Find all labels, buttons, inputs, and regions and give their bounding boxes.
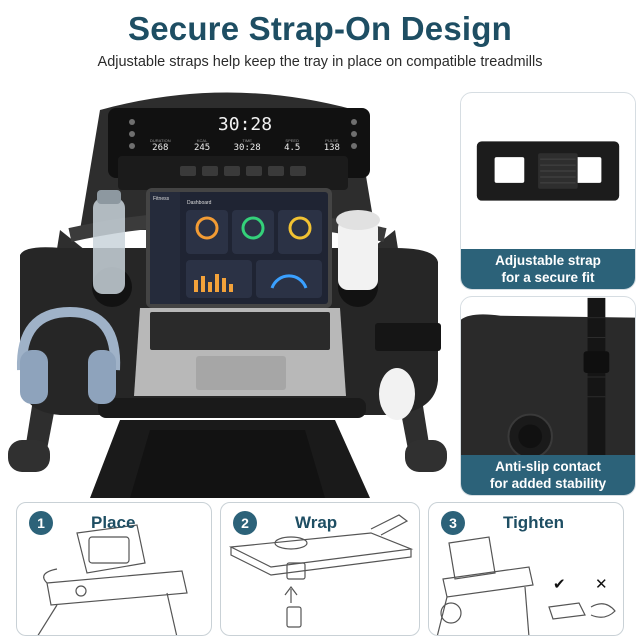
console-stat: KCAL 245 — [194, 138, 210, 153]
step-label: Place — [91, 513, 136, 532]
stat-value: 138 — [323, 143, 340, 153]
stat-label: KCAL — [196, 138, 208, 143]
console-stat: DURATION 268 — [150, 138, 171, 153]
step-wrap-illustration — [228, 514, 414, 628]
step-number: 2 — [233, 511, 257, 535]
strap-detail-panel: Adjustable strap for a secure fit — [460, 92, 636, 290]
strap-detail-photo — [461, 93, 635, 251]
step-label: Tighten — [503, 513, 565, 532]
anti-slip-caption: Anti-slip contact for added stability — [461, 455, 635, 495]
cross-mark-icon: ✕ — [595, 575, 608, 593]
step-place-illustration — [37, 524, 188, 635]
step-tighten-illustration — [436, 536, 616, 635]
caption-line: for added stability — [489, 476, 607, 491]
stat-label: SPEED — [285, 138, 299, 143]
product-photo: 30:28 DURATION 268 KCAL 245 TIME 30:28 S… — [0, 80, 455, 498]
laptop-section-title: Dashboard — [187, 200, 212, 206]
page-title: Secure Strap-On Design — [128, 10, 512, 47]
caption-line: for a secure fit — [501, 270, 595, 285]
laptop-app-name: Fitness — [153, 196, 170, 202]
console-stat: SPEED 4.5 — [284, 138, 300, 153]
stat-value: 4.5 — [284, 143, 301, 153]
step-tighten: 3 Tighten ✔ ✕ — [428, 502, 624, 636]
stat-value: 30:28 — [233, 143, 261, 153]
anti-slip-panel: Anti-slip contact for added stability — [460, 296, 636, 496]
page-subtitle: Adjustable straps help keep the tray in … — [97, 54, 543, 70]
check-mark-icon: ✔ — [553, 575, 566, 593]
anti-slip-photo — [461, 297, 635, 457]
stat-label: PULSE — [325, 138, 339, 143]
console-stat: TIME 30:28 — [234, 138, 261, 153]
step-place: 1 Place — [16, 502, 212, 636]
step-label: Wrap — [295, 513, 338, 532]
stat-label: DURATION — [150, 138, 171, 143]
console-stats: DURATION 268 KCAL 245 TIME 30:28 SPEED 4… — [150, 138, 340, 153]
stat-value: 268 — [152, 143, 169, 153]
caption-line: Anti-slip contact — [495, 459, 601, 474]
strap-detail-caption: Adjustable strap for a secure fit — [461, 249, 635, 289]
step-number: 1 — [29, 511, 53, 535]
console-clock: 30:28 — [217, 114, 273, 135]
console-stat: PULSE 138 — [324, 138, 340, 153]
stat-value: 245 — [193, 143, 211, 153]
step-number: 3 — [441, 511, 465, 535]
stat-label: TIME — [242, 138, 252, 143]
caption-line: Adjustable strap — [495, 253, 601, 268]
step-wrap: 2 Wrap — [220, 502, 420, 636]
